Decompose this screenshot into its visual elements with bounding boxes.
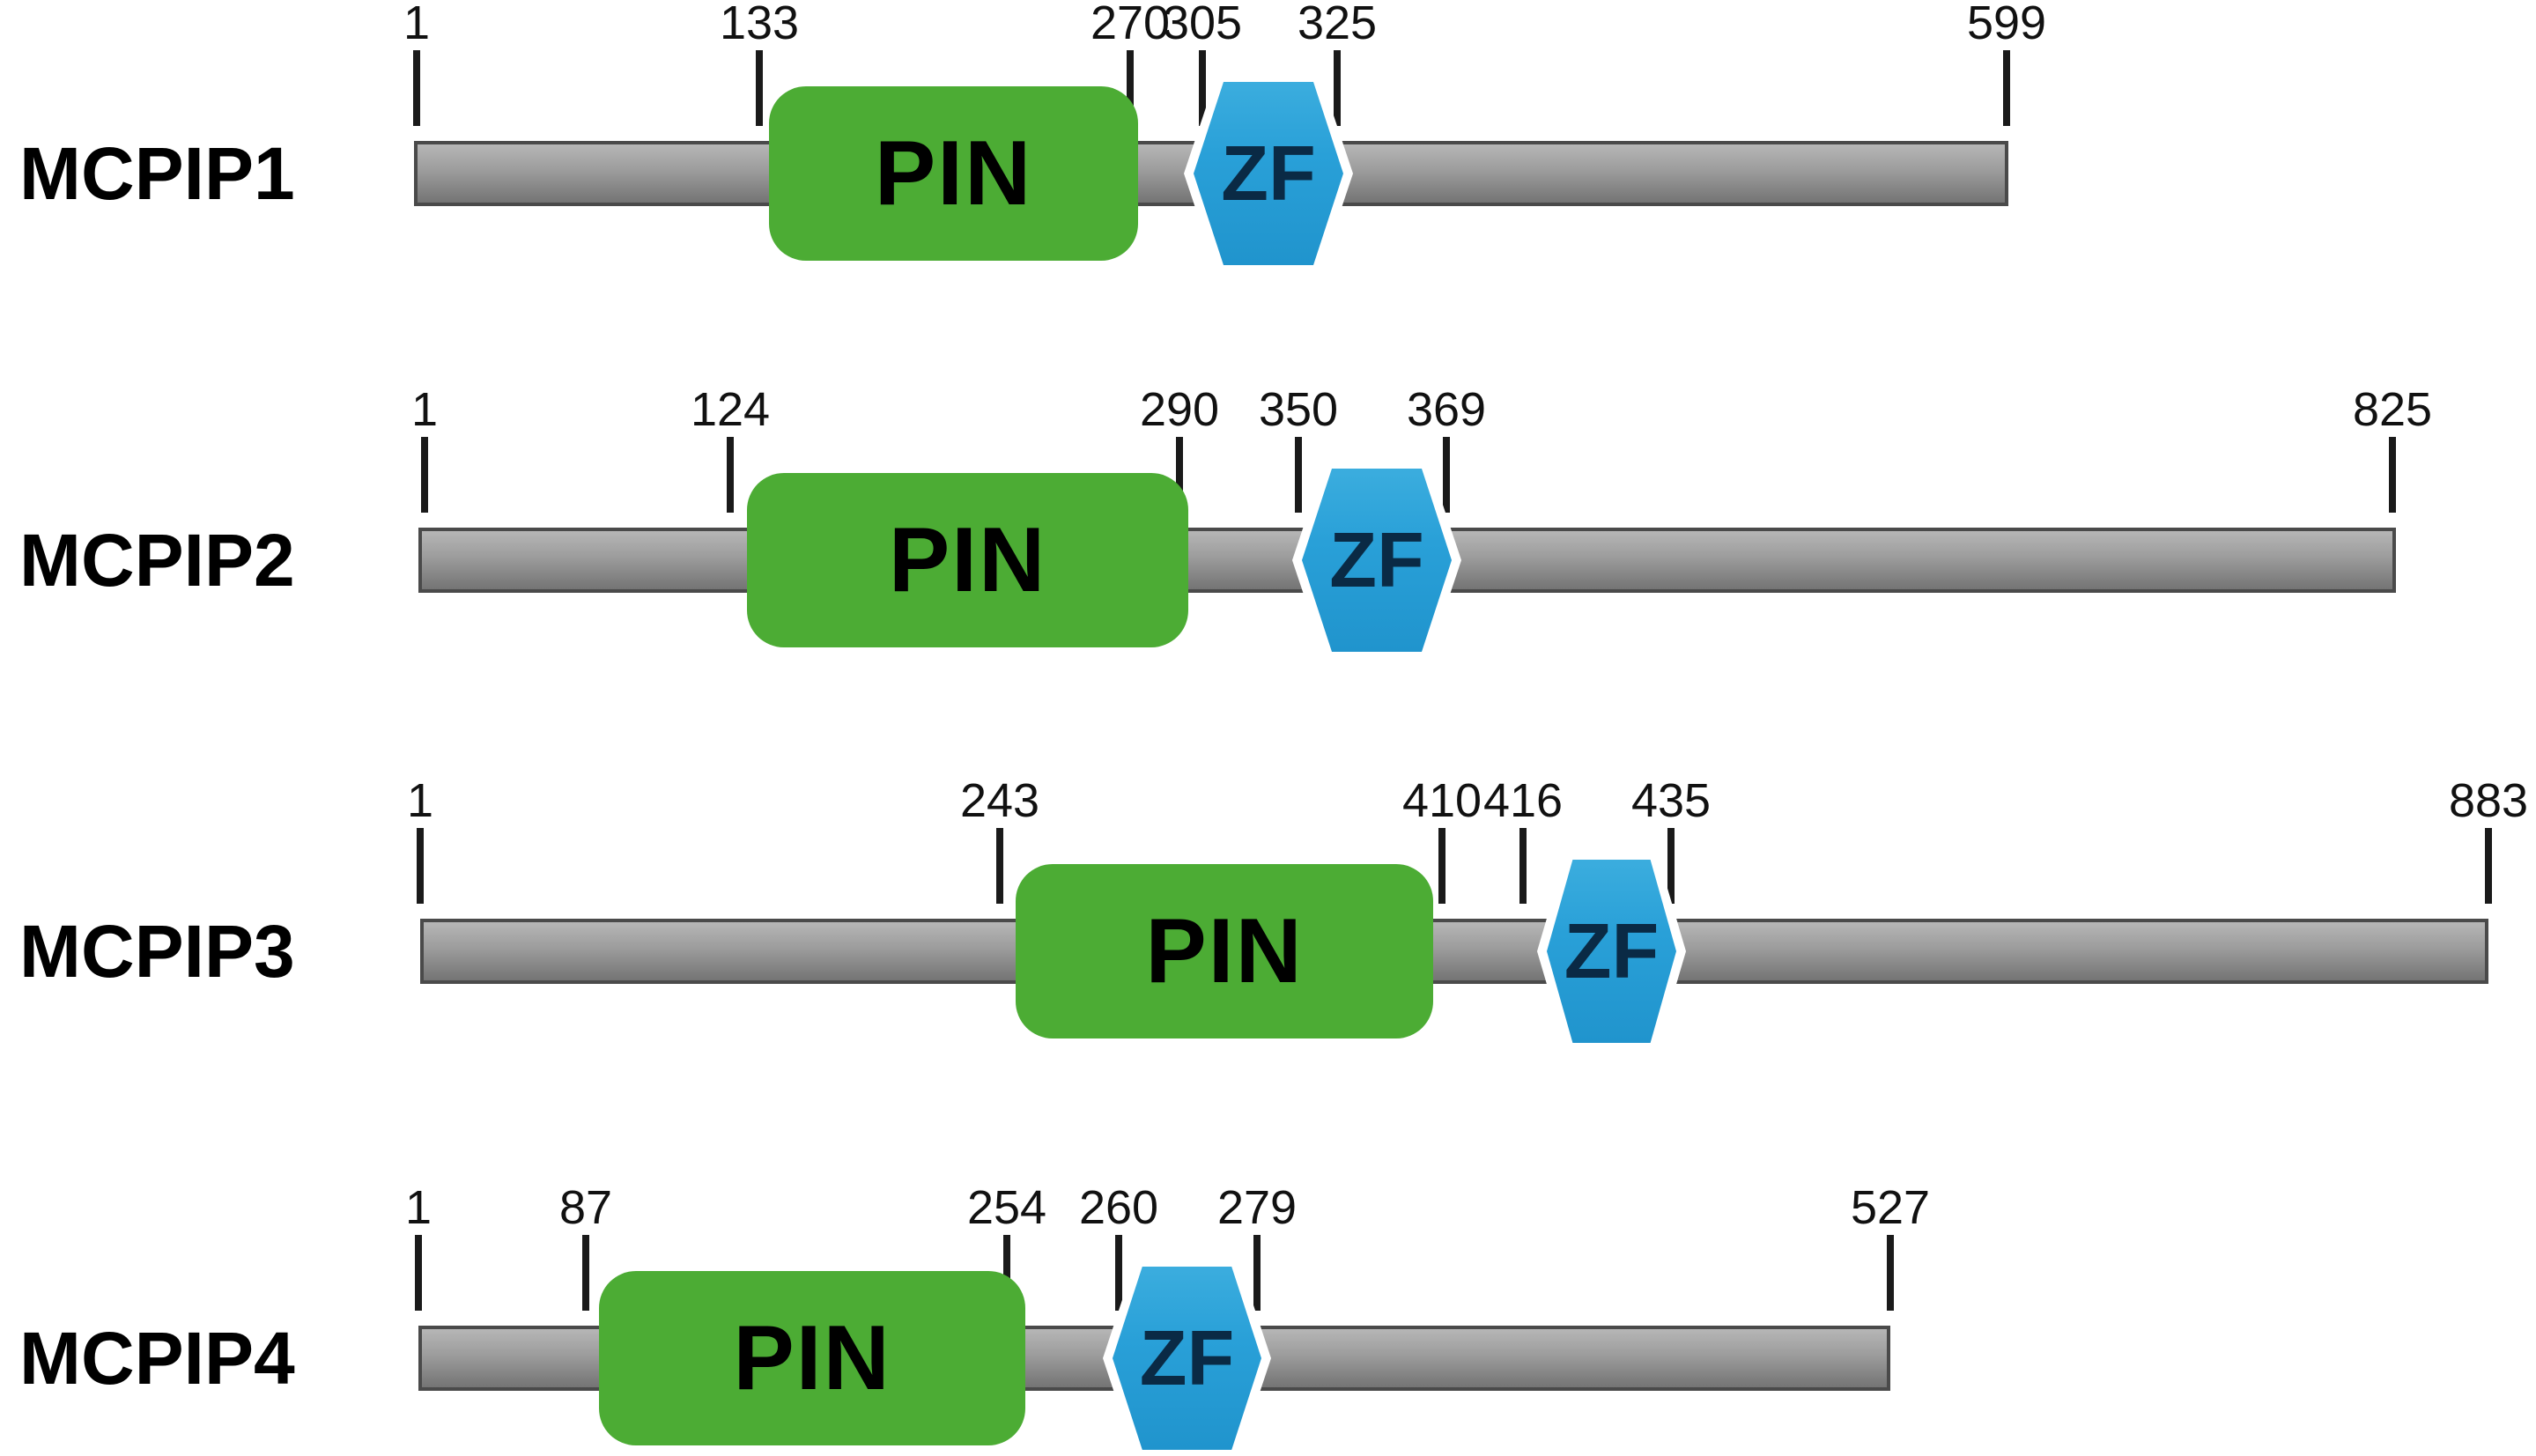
tick-mark bbox=[1176, 437, 1183, 513]
tick-label: 527 bbox=[1850, 1181, 1931, 1234]
tick-label: 270 bbox=[1090, 0, 1171, 49]
tick-label: 350 bbox=[1258, 383, 1339, 436]
tick-label: 883 bbox=[2448, 774, 2529, 827]
protein-backbone-bar bbox=[420, 919, 2488, 984]
pin-domain-box: PIN bbox=[769, 86, 1138, 261]
tick-mark bbox=[421, 437, 428, 513]
tick-mark bbox=[996, 828, 1003, 904]
pin-domain-label: PIN bbox=[874, 122, 1033, 225]
tick-label: 290 bbox=[1139, 383, 1220, 436]
tick-mark bbox=[727, 437, 734, 513]
tick-mark bbox=[2389, 437, 2396, 513]
zf-domain-hexagon: ZF bbox=[1194, 82, 1343, 265]
pin-domain-label: PIN bbox=[888, 508, 1047, 611]
tick-label: 1 bbox=[404, 1181, 433, 1234]
tick-mark bbox=[1443, 437, 1450, 513]
tick-label: 124 bbox=[690, 383, 771, 436]
tick-label: 260 bbox=[1078, 1181, 1159, 1234]
tick-mark bbox=[582, 1235, 589, 1311]
pin-domain-box: PIN bbox=[747, 473, 1188, 647]
tick-mark bbox=[756, 50, 763, 126]
zf-domain-label: ZF bbox=[1221, 129, 1316, 217]
tick-label: 254 bbox=[966, 1181, 1047, 1234]
tick-label: 1 bbox=[410, 383, 439, 436]
tick-label: 87 bbox=[558, 1181, 613, 1234]
zf-domain-hexagon: ZF bbox=[1302, 469, 1452, 652]
tick-mark bbox=[1295, 437, 1302, 513]
tick-mark bbox=[1253, 1235, 1261, 1311]
tick-label: 435 bbox=[1630, 774, 1712, 827]
zf-domain-hexagon: ZF bbox=[1113, 1267, 1261, 1450]
tick-mark bbox=[2003, 50, 2010, 126]
tick-label: 416 bbox=[1482, 774, 1564, 827]
tick-label: 1 bbox=[403, 0, 431, 49]
zf-domain-label: ZF bbox=[1564, 907, 1660, 994]
tick-mark bbox=[1887, 1235, 1894, 1311]
pin-domain-box: PIN bbox=[599, 1271, 1025, 1445]
zf-domain-hexagon: ZF bbox=[1547, 860, 1676, 1043]
tick-mark bbox=[1127, 50, 1134, 126]
tick-label: 369 bbox=[1406, 383, 1487, 436]
tick-label: 825 bbox=[2352, 383, 2433, 436]
zf-domain-label: ZF bbox=[1329, 516, 1424, 603]
tick-mark bbox=[1438, 828, 1445, 904]
tick-label: 1 bbox=[406, 774, 434, 827]
tick-label: 243 bbox=[959, 774, 1040, 827]
protein-name-label: MCPIP4 bbox=[19, 1317, 295, 1400]
tick-mark bbox=[413, 50, 420, 126]
tick-label: 305 bbox=[1162, 0, 1243, 49]
tick-label: 599 bbox=[1966, 0, 2047, 49]
pin-domain-label: PIN bbox=[1145, 899, 1304, 1002]
tick-mark bbox=[1199, 50, 1206, 126]
tick-label: 325 bbox=[1297, 0, 1378, 49]
tick-mark bbox=[417, 828, 424, 904]
protein-name-label: MCPIP3 bbox=[19, 910, 295, 993]
tick-label: 410 bbox=[1401, 774, 1482, 827]
tick-mark bbox=[1519, 828, 1527, 904]
tick-label: 133 bbox=[719, 0, 800, 49]
tick-label: 279 bbox=[1216, 1181, 1298, 1234]
tick-mark bbox=[2485, 828, 2492, 904]
protein-name-label: MCPIP2 bbox=[19, 519, 295, 602]
tick-mark bbox=[1334, 50, 1341, 126]
zf-domain-label: ZF bbox=[1139, 1314, 1235, 1401]
tick-mark bbox=[415, 1235, 422, 1311]
tick-mark bbox=[1667, 828, 1675, 904]
tick-mark bbox=[1003, 1235, 1010, 1311]
pin-domain-label: PIN bbox=[733, 1306, 891, 1409]
protein-name-label: MCPIP1 bbox=[19, 132, 295, 215]
tick-mark bbox=[1115, 1235, 1122, 1311]
pin-domain-box: PIN bbox=[1016, 864, 1433, 1038]
